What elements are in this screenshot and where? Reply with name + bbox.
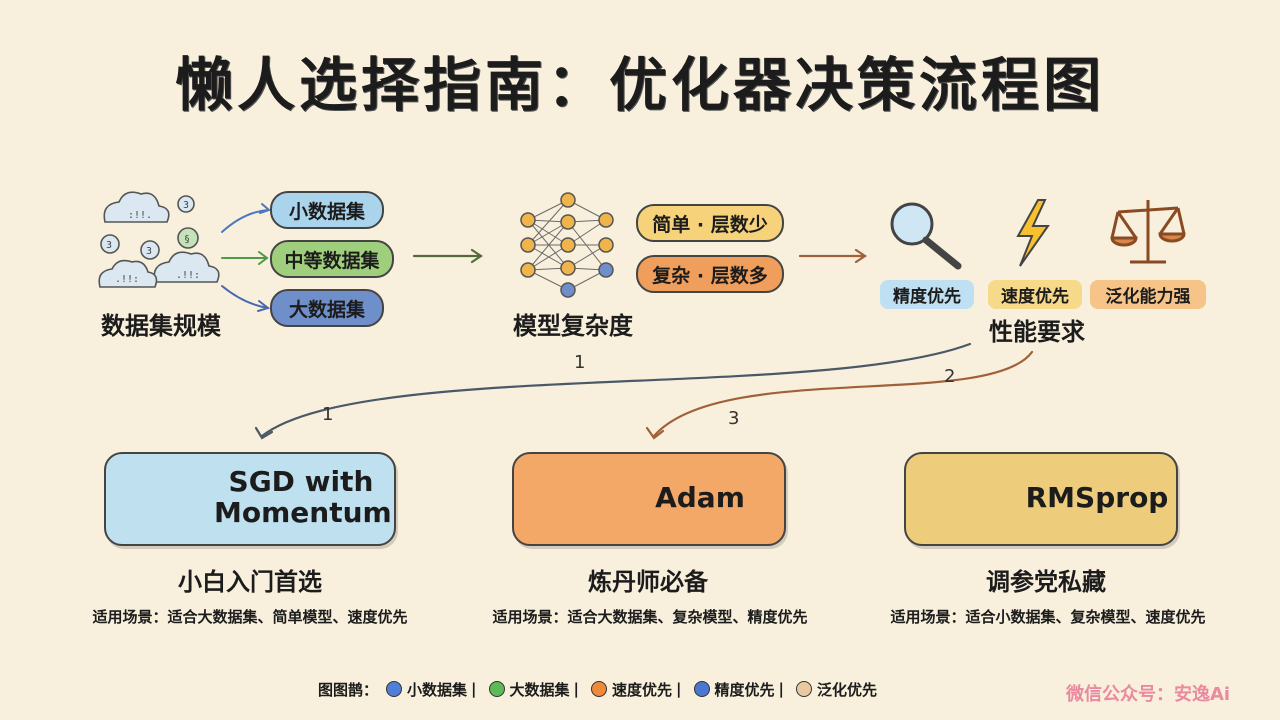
legend-dot-green (488, 681, 505, 697)
result-subtitle-adam: 炼丹师必备 (588, 568, 708, 596)
result-scene-adam: 适用场景：适合大数据集、复杂模型、精度优先 (492, 608, 808, 626)
legend-separator: | (676, 680, 682, 698)
optimizer-name-line2: Momentum (214, 496, 392, 530)
legend-item: 小数据集 (407, 680, 468, 699)
balance-scale-icon (1110, 200, 1186, 264)
legend-item: 速度优先 (612, 680, 673, 699)
svg-text:§: § (184, 234, 190, 245)
legend-item: 精度优先 (714, 680, 775, 699)
legend-dot-blue-2 (693, 681, 710, 697)
stage1-label: 数据集规模 (101, 312, 221, 340)
result-card-sgd[interactable] (104, 452, 396, 546)
result-subtitle-rmsprop: 调参党私藏 (986, 568, 1106, 596)
legend-dot-blue (386, 681, 403, 697)
legend-item: 大数据集 (509, 680, 570, 699)
legend-dot-beige (796, 681, 813, 697)
stage3-label: 性能要求 (989, 318, 1085, 346)
svg-text:.!!:: .!!: (115, 274, 139, 285)
neural-network-icon (520, 192, 614, 298)
svg-text:.!!:: .!!: (176, 270, 200, 281)
pill-complex-model[interactable]: 复杂 · 层数多 (636, 255, 784, 293)
legend: 图图鹊： 小数据集 | 大数据集 | 速度优先 | 精度优先 | 泛化优先 (318, 676, 877, 702)
arrow-number: 1 (322, 404, 334, 425)
result-scene-sgd: 适用场景：适合大数据集、简单模型、速度优先 (92, 608, 408, 626)
perf-speed[interactable]: 速度优先 (988, 280, 1082, 309)
pill-large-dataset[interactable]: 大数据集 (270, 289, 384, 327)
pill-simple-model[interactable]: 简单 · 层数少 (636, 204, 784, 242)
result-card-adam[interactable] (512, 452, 786, 546)
svg-text::!!.: :!!. (128, 210, 152, 221)
legend-separator: | (573, 680, 580, 698)
optimizer-name-adam: Adam (655, 481, 745, 514)
legend-dot-orange (591, 681, 608, 697)
svg-text:3: 3 (146, 246, 152, 257)
optimizer-name-rmsprop: RMSprop (1025, 481, 1169, 514)
result-subtitle-sgd: 小白入门首选 (178, 568, 322, 596)
perf-generalization[interactable]: 泛化能力强 (1090, 280, 1206, 309)
lightning-icon (1016, 199, 1050, 267)
legend-item: 泛化优先 (817, 680, 878, 699)
svg-text:3: 3 (183, 200, 189, 211)
result-card-rmsprop[interactable] (904, 452, 1178, 546)
pill-medium-dataset[interactable]: 中等数据集 (270, 240, 394, 278)
perf-accuracy[interactable]: 精度优先 (880, 280, 974, 309)
legend-separator: | (471, 680, 477, 698)
svg-text:3: 3 (106, 240, 112, 251)
data-cloud-icon (98, 191, 220, 288)
arrow-number: 1 (574, 352, 586, 373)
optimizer-name-sgd: SGD with Momentum (214, 465, 392, 530)
stage2-label: 模型复杂度 (513, 312, 633, 340)
pill-small-dataset[interactable]: 小数据集 (270, 191, 384, 229)
legend-separator: | (778, 680, 785, 698)
optimizer-name-line1: SGD with (228, 465, 374, 498)
result-scene-rmsprop: 适用场景：适合小数据集、复杂模型、速度优先 (890, 608, 1206, 626)
page-title: 懒人选择指南：优化器决策流程图 (174, 51, 1105, 119)
magnifier-icon (890, 202, 962, 270)
watermark: 微信公众号：安逸Ai (1066, 684, 1231, 705)
arrow-number: 2 (944, 366, 956, 387)
arrow-number: 3 (728, 408, 740, 429)
legend-prefix: 图图鹊： (318, 680, 379, 699)
